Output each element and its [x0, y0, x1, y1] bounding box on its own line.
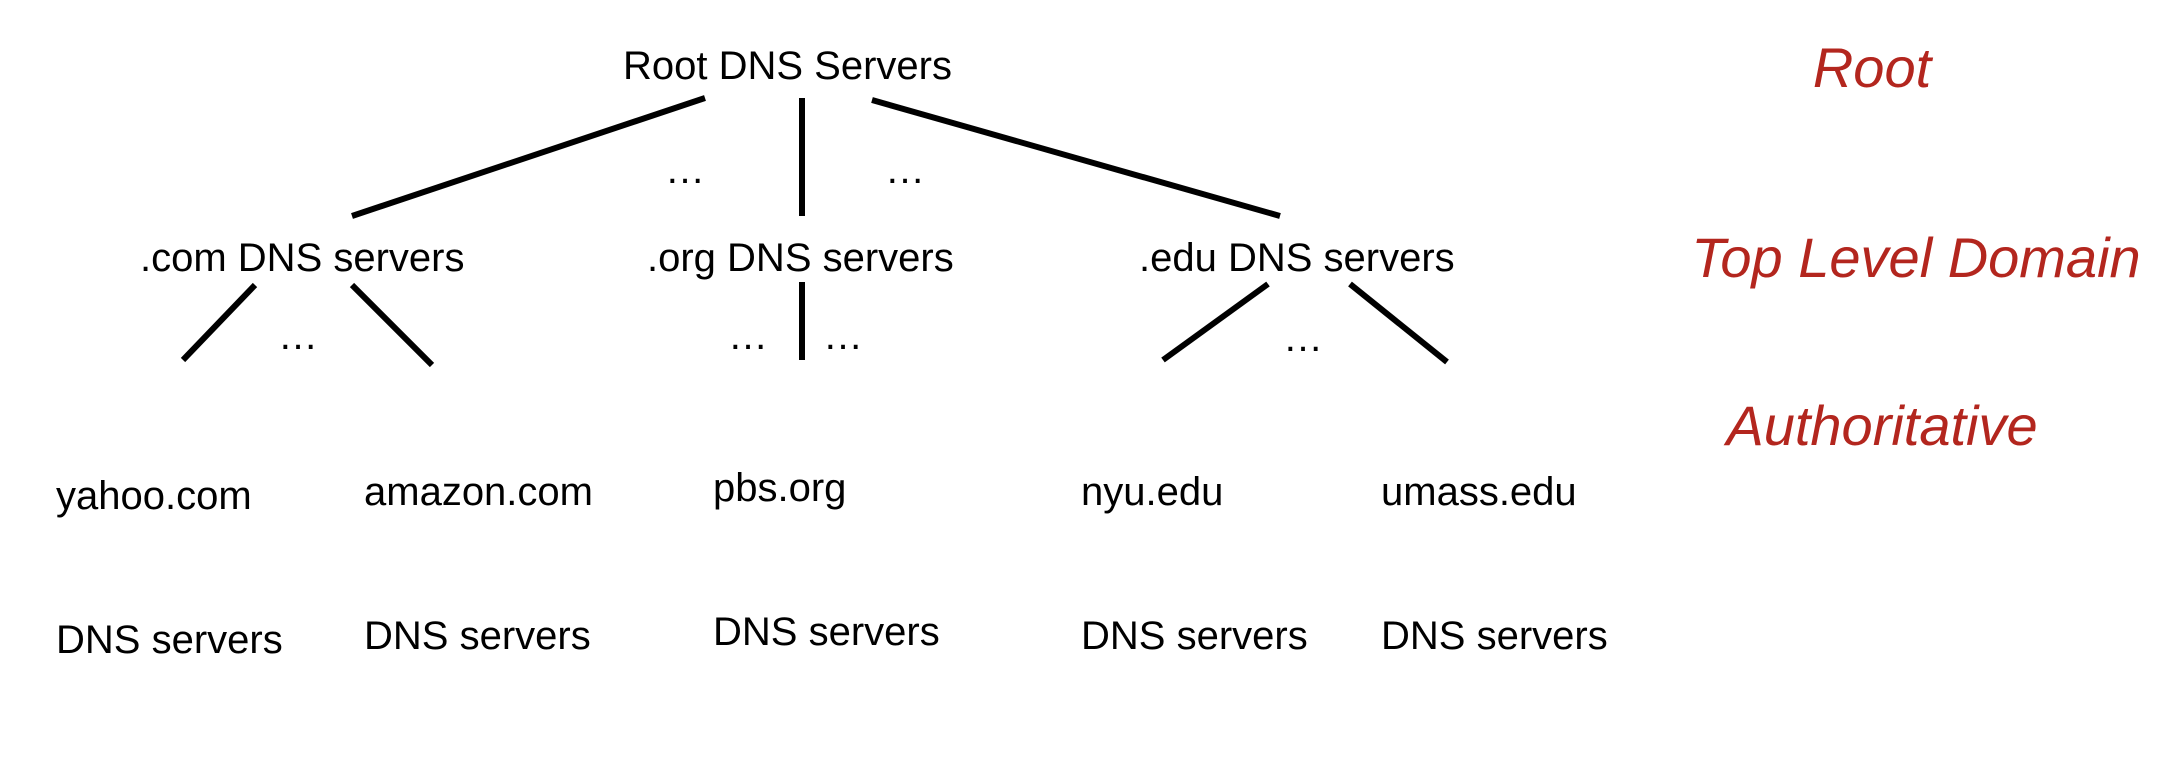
pbs-servers-label: DNS servers: [713, 610, 940, 654]
umass-edu-dns-servers-label: umass.edu DNS servers: [1381, 372, 1608, 756]
yahoo-com-dns-servers-label: yahoo.com DNS servers: [56, 376, 283, 760]
pbs-domain-label: pbs.org: [713, 466, 847, 510]
yahoo-domain-label: yahoo.com: [56, 474, 252, 518]
ellipsis-root-right: …: [885, 148, 927, 192]
level-root-label: Root: [1812, 36, 1932, 99]
dns-hierarchy-diagram: Root DNS Servers .com DNS servers .org D…: [56, 36, 2141, 662]
amazon-servers-label: DNS servers: [364, 614, 591, 658]
root-dns-servers-label: Root DNS Servers: [623, 44, 952, 88]
nyu-edu-dns-servers-label: nyu.edu DNS servers: [1081, 372, 1308, 756]
ellipsis-com: …: [278, 314, 320, 358]
ellipsis-root-left: …: [665, 148, 707, 192]
connector-lines: [180, 95, 1449, 368]
umass-servers-label: DNS servers: [1381, 614, 1608, 658]
ellipsis-org-left: …: [728, 314, 770, 358]
edge-com-amazon: [349, 282, 435, 368]
edge-root-com: [351, 95, 706, 219]
amazon-com-dns-servers-label: amazon.com DNS servers: [364, 372, 593, 756]
edge-edu-nyu: [1161, 281, 1270, 363]
org-dns-servers-label: .org DNS servers: [647, 236, 954, 280]
level-authoritative-label: Authoritative: [1726, 394, 2038, 457]
nyu-domain-label: nyu.edu: [1081, 470, 1224, 514]
edge-com-yahoo: [180, 282, 258, 363]
yahoo-servers-label: DNS servers: [56, 618, 283, 662]
com-dns-servers-label: .com DNS servers: [140, 236, 465, 280]
ellipsis-org-right: …: [823, 314, 865, 358]
umass-domain-label: umass.edu: [1381, 470, 1577, 514]
edge-root-edu: [871, 97, 1281, 219]
amazon-domain-label: amazon.com: [364, 470, 593, 514]
ellipsis-edu: …: [1283, 316, 1325, 360]
nyu-servers-label: DNS servers: [1081, 614, 1308, 658]
edge-edu-umass: [1348, 281, 1449, 365]
pbs-org-dns-servers-label: pbs.org DNS servers: [713, 368, 940, 752]
level-tld-label: Top Level Domain: [1691, 226, 2141, 289]
edu-dns-servers-label: .edu DNS servers: [1139, 236, 1455, 280]
